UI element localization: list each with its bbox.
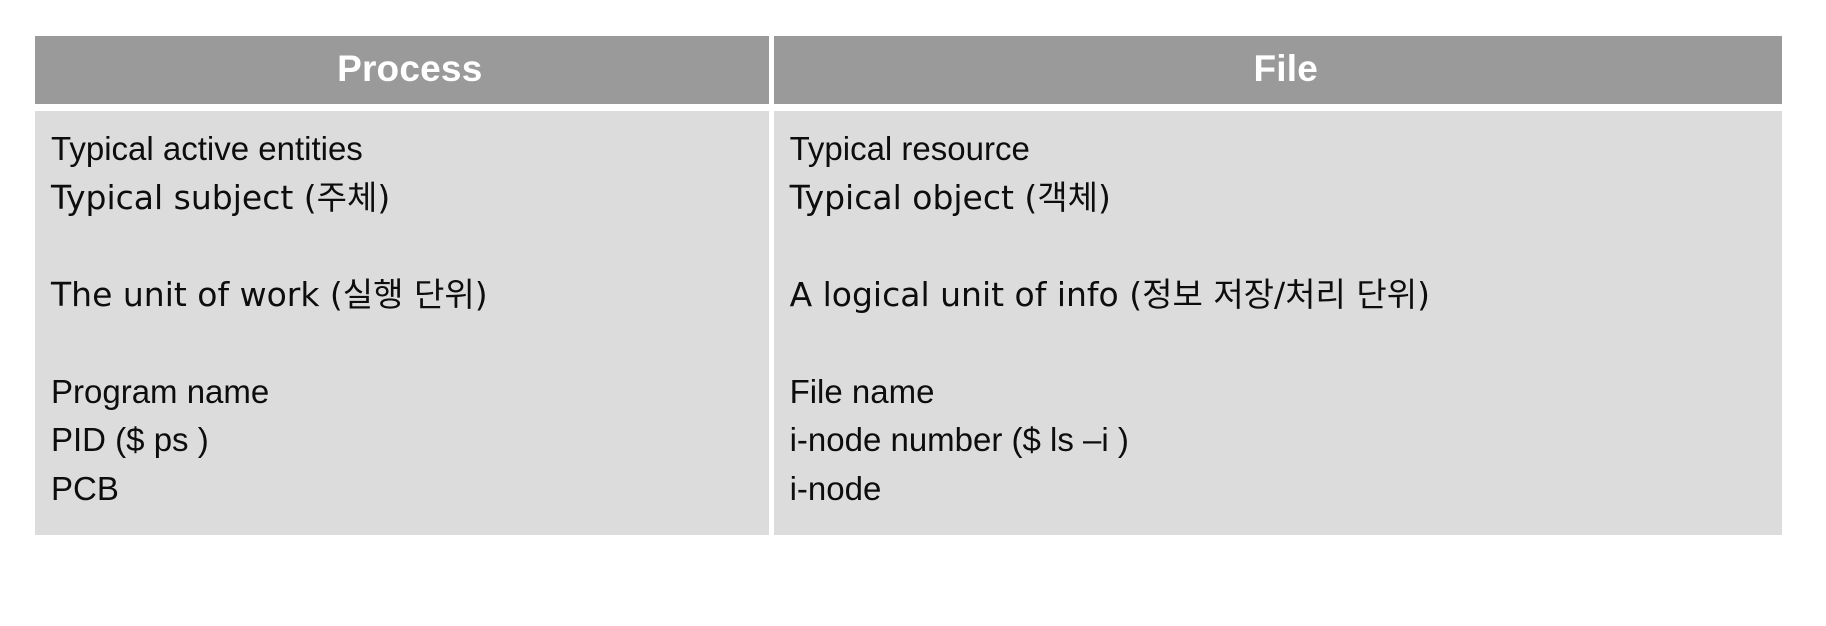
cell-process: Typical active entities Typical subject … (35, 111, 774, 535)
table-body: Typical active entities Typical subject … (35, 104, 1782, 535)
header-body-gap (35, 104, 1782, 111)
column-header-file: File (773, 36, 1782, 104)
file-line-4: File name (789, 372, 935, 410)
process-line-1: Typical active entities (51, 130, 363, 167)
cell-file: Typical resource Typical object (객체) A l… (773, 111, 1782, 535)
process-blank-2 (51, 319, 769, 368)
process-line-4: Program name (51, 372, 270, 410)
file-line-5: i-node number ($ ls –i ) (789, 421, 1129, 458)
process-file-comparison-table: Process File Typical active entities Typ… (35, 36, 1782, 535)
header-row: Process File (35, 36, 1782, 104)
table-header: Process File (35, 36, 1782, 104)
process-line-6: PCB (51, 469, 119, 507)
file-blank-2 (790, 319, 1782, 368)
file-line-2: Typical object (객체) (789, 177, 1111, 217)
file-line-6: i-node (789, 469, 882, 507)
header-body-gap-left (35, 104, 774, 111)
process-blank-1 (51, 222, 769, 271)
process-line-3: The unit of work (실행 단위) (51, 274, 488, 314)
column-header-process: Process (35, 36, 774, 104)
header-body-gap-right (773, 104, 1782, 111)
process-line-5: PID ($ ps ) (51, 421, 209, 458)
table-row: Typical active entities Typical subject … (35, 111, 1782, 535)
file-blank-1 (790, 222, 1782, 271)
file-line-1: Typical resource (789, 130, 1030, 167)
process-line-2: Typical subject (주체) (51, 177, 391, 217)
file-line-3: A logical unit of info (정보 저장/처리 단위) (789, 274, 1430, 314)
